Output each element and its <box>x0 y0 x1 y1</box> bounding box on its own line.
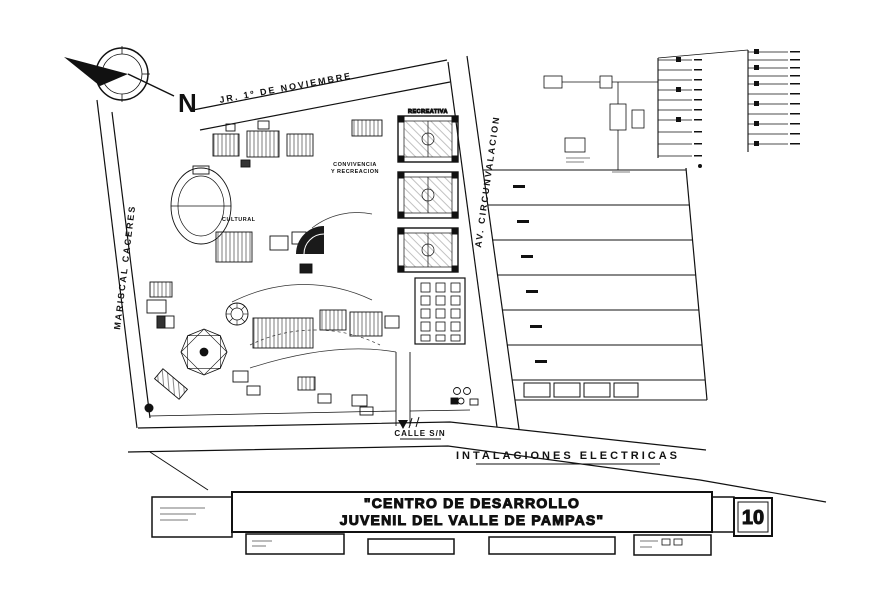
lot-markers <box>513 185 547 363</box>
drawing-title-line-2: JUVENIL DEL VALLE DE PAMPAS" <box>340 512 605 528</box>
street-linework <box>96 55 827 503</box>
north-label: N <box>178 88 197 118</box>
sheet-number: 10 <box>742 507 764 529</box>
north-arrow: N <box>64 46 197 118</box>
court-1 <box>397 115 459 163</box>
street-label-bottom: CALLE S/N <box>394 429 445 438</box>
zone-label-social-2: Y RECREACION <box>331 169 379 175</box>
drawing-title-line-1: "CENTRO DE DESARROLLO <box>364 495 580 511</box>
pavilion-grid-building <box>414 277 466 345</box>
utility-cluster <box>450 387 479 406</box>
street-label-right: AV. CIRCUNVALACION <box>473 115 501 248</box>
court-2 <box>397 171 459 219</box>
zone-label-recreation: RECREATIVA <box>408 109 448 115</box>
plan-subtitle: INTALACIONES ELECTRICAS <box>456 450 680 465</box>
lot-strips <box>483 167 708 401</box>
zone-labels: CONVIVENCIA Y RECREACION CULTURAL <box>222 162 379 223</box>
street-label-left: MARISCAL CACERES <box>112 204 137 330</box>
roundabout-plaza <box>225 302 249 326</box>
court-3 <box>397 227 459 273</box>
sheet-number-cell <box>733 497 773 537</box>
stall-row <box>523 382 639 398</box>
campus-buildings <box>144 119 479 429</box>
zone-label-social-1: CONVIVENCIA <box>333 162 377 168</box>
subtitle-text: INTALACIONES ELECTRICAS <box>456 450 680 462</box>
driveway-arrow-icon <box>398 420 408 429</box>
octagon-plaza <box>180 328 228 376</box>
title-block: "CENTRO DE DESARROLLO JUVENIL DEL VALLE … <box>151 491 773 556</box>
compass-needle-icon <box>64 57 128 86</box>
electrical-schematic <box>543 49 800 173</box>
title-block-left-cell <box>151 496 233 538</box>
sports-courts: RECREATIVA <box>397 109 459 273</box>
zone-label-cultural: CULTURAL <box>222 217 256 223</box>
street-label-top: JR. 1º DE NOVIEMBRE <box>219 71 353 105</box>
